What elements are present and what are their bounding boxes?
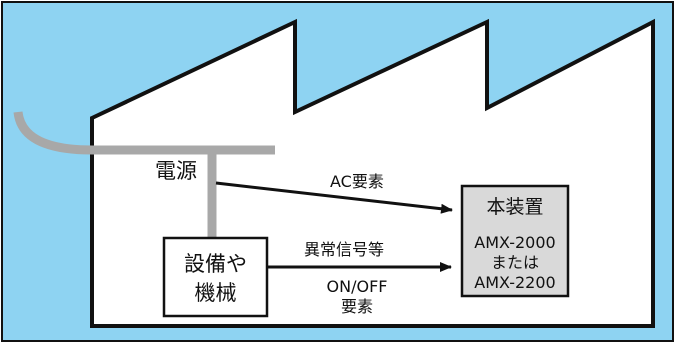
signal-label: 異常信号等 [304, 240, 384, 259]
device-title: 本装置 [486, 196, 543, 218]
power-line-incoming [13, 111, 275, 155]
onoff-label-line2: 要素 [341, 297, 373, 316]
ac-label: AC要素 [330, 172, 384, 191]
equipment-box [162, 236, 269, 318]
device-box [460, 184, 570, 298]
device-model-2: AMX-2200 [474, 273, 555, 292]
power-label: 電源 [155, 159, 197, 183]
equipment-label-line2: 機械 [195, 281, 237, 305]
equipment-label-line1: 設備や [184, 252, 247, 276]
ac-arrow [215, 181, 453, 214]
device-connector: または [491, 253, 539, 272]
onoff-label-line1: ON/OFF [327, 277, 388, 296]
device-model-1: AMX-2000 [474, 233, 555, 252]
